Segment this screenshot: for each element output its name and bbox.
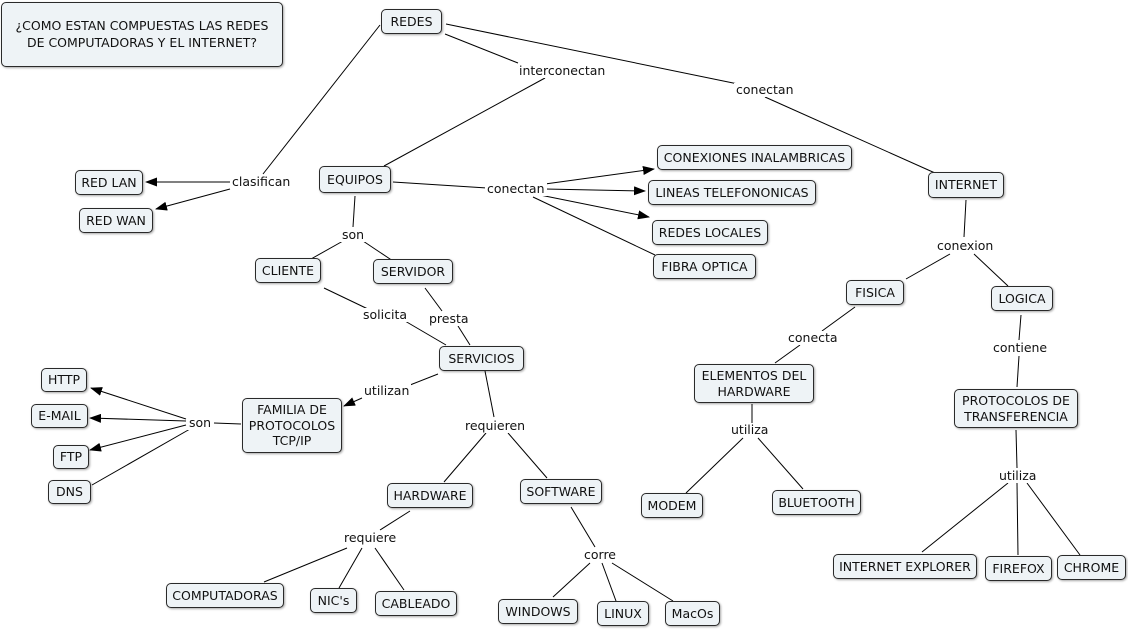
node-protocolos-de-transferencia[interactable]: PROTOCOLOS DE TRANSFERENCIA xyxy=(954,389,1078,428)
link-solicita: solicita xyxy=(361,307,410,322)
node-modem[interactable]: MODEM xyxy=(641,493,703,518)
node-nics[interactable]: NIC's xyxy=(310,588,357,613)
node-red-wan[interactable]: RED WAN xyxy=(79,208,153,233)
node-internet[interactable]: INTERNET xyxy=(928,172,1004,198)
link-utiliza-hardware: utiliza xyxy=(729,422,771,437)
node-dns[interactable]: DNS xyxy=(48,480,91,504)
link-utilizan: utilizan xyxy=(362,383,412,398)
link-requiere: requiere xyxy=(342,530,399,545)
node-lineas-telefononicas[interactable]: LINEAS TELEFONONICAS xyxy=(648,180,816,205)
node-conexiones-inalambricas[interactable]: CONEXIONES INALAMBRICAS xyxy=(657,145,852,170)
node-servicios[interactable]: SERVICIOS xyxy=(439,346,524,371)
node-logica[interactable]: LOGICA xyxy=(991,286,1053,311)
link-son-protocolos: son xyxy=(187,415,214,430)
node-red-lan[interactable]: RED LAN xyxy=(75,170,143,195)
node-chrome[interactable]: CHROME xyxy=(1057,555,1126,580)
node-macos[interactable]: MacOs xyxy=(665,601,720,626)
node-linux[interactable]: LINUX xyxy=(597,601,649,626)
node-ftp[interactable]: FTP xyxy=(53,445,89,469)
node-email[interactable]: E-MAIL xyxy=(31,404,88,428)
link-conexion: conexion xyxy=(935,238,996,253)
node-cableado[interactable]: CABLEADO xyxy=(375,591,457,616)
link-corre: corre xyxy=(582,547,618,562)
node-http[interactable]: HTTP xyxy=(41,368,87,392)
link-interconectan: interconectan xyxy=(517,63,608,78)
link-conecta: conecta xyxy=(786,330,840,345)
link-clasifican: clasifican xyxy=(230,174,293,189)
node-redes-locales[interactable]: REDES LOCALES xyxy=(652,220,768,245)
node-software[interactable]: SOFTWARE xyxy=(520,479,602,504)
node-windows[interactable]: WINDOWS xyxy=(498,599,578,624)
node-fisica[interactable]: FISICA xyxy=(846,280,904,305)
node-servidor[interactable]: SERVIDOR xyxy=(373,259,453,284)
link-son-equipos: son xyxy=(340,227,367,242)
link-conectan-redes: conectan xyxy=(734,82,796,97)
node-internet-explorer[interactable]: INTERNET EXPLORER xyxy=(833,554,977,579)
node-hardware[interactable]: HARDWARE xyxy=(387,483,473,508)
node-equipos[interactable]: EQUIPOS xyxy=(319,166,391,193)
node-fibra-optica[interactable]: FIBRA OPTICA xyxy=(653,254,756,279)
link-presta: presta xyxy=(427,311,471,326)
node-computadoras[interactable]: COMPUTADORAS xyxy=(166,583,284,608)
node-cliente[interactable]: CLIENTE xyxy=(255,258,321,283)
node-elementos-del-hardware[interactable]: ELEMENTOS DEL HARDWARE xyxy=(694,364,814,403)
node-redes[interactable]: REDES xyxy=(381,9,442,34)
node-bluetooth[interactable]: BLUETOOTH xyxy=(772,490,861,515)
node-familia-tcp-ip[interactable]: FAMILIA DE PROTOCOLOS TCP/IP xyxy=(242,398,342,453)
map-title: ¿COMO ESTAN COMPUESTAS LAS REDES DE COMP… xyxy=(1,2,283,67)
link-contiene: contiene xyxy=(991,340,1050,355)
node-firefox[interactable]: FIREFOX xyxy=(985,556,1052,581)
link-conectan-equipos: conectan xyxy=(485,181,547,196)
link-utiliza-protocolos: utiliza xyxy=(997,468,1039,483)
link-requieren: requieren xyxy=(463,418,528,433)
